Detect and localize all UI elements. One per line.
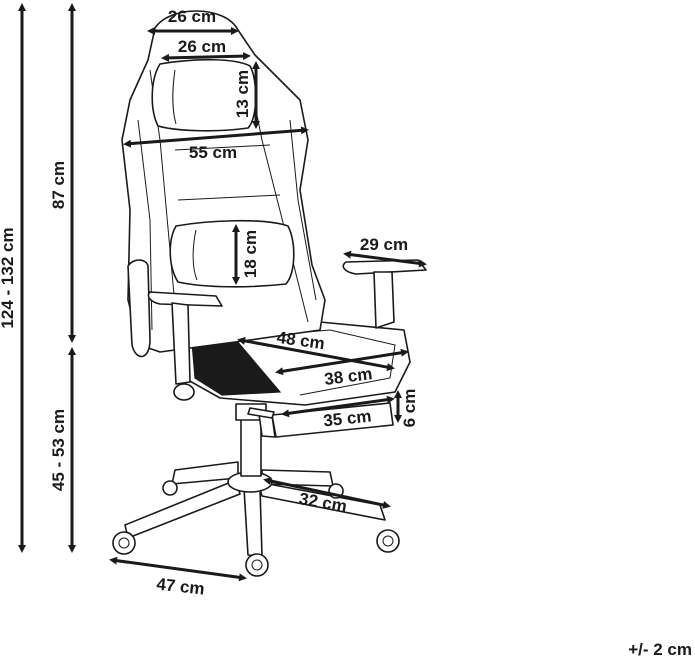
seat-height-label: 45 - 53 cm bbox=[49, 409, 68, 491]
headrest-width-label: 26 cm bbox=[178, 37, 226, 56]
right-armrest bbox=[342, 259, 427, 329]
chair-casters bbox=[112, 480, 400, 577]
dimension-labels: 124 - 132 cm 87 cm 45 - 53 cm 26 cm 26 c… bbox=[0, 7, 692, 659]
overall-height-label: 124 - 132 cm bbox=[0, 227, 17, 328]
footrest-width-label: 35 cm bbox=[322, 407, 372, 431]
shoulder-width-label: 55 cm bbox=[189, 143, 237, 162]
top-width-label: 26 cm bbox=[168, 7, 216, 26]
leg-length-line bbox=[263, 477, 391, 509]
lumbar-pillow bbox=[169, 219, 295, 288]
footrest-height-label: 6 cm bbox=[400, 389, 419, 428]
headrest-height-label: 13 cm bbox=[233, 70, 252, 118]
dimension-lines bbox=[18, 3, 427, 582]
armrest-length-line bbox=[343, 250, 427, 268]
shoulder-width-line bbox=[123, 126, 309, 148]
tolerance-note: +/- 2 cm bbox=[628, 640, 692, 659]
base-width-line bbox=[109, 556, 247, 582]
seat-depth-line bbox=[275, 348, 409, 376]
headrest-width-line bbox=[161, 52, 251, 62]
chair-illustration bbox=[112, 10, 427, 577]
base-width-label: 47 cm bbox=[156, 575, 206, 599]
back-height-label: 87 cm bbox=[49, 161, 68, 209]
left-armrest bbox=[127, 259, 223, 401]
lumbar-height-label: 18 cm bbox=[241, 230, 260, 278]
armrest-length-label: 29 cm bbox=[360, 235, 408, 254]
footrest-width-line bbox=[281, 395, 395, 418]
